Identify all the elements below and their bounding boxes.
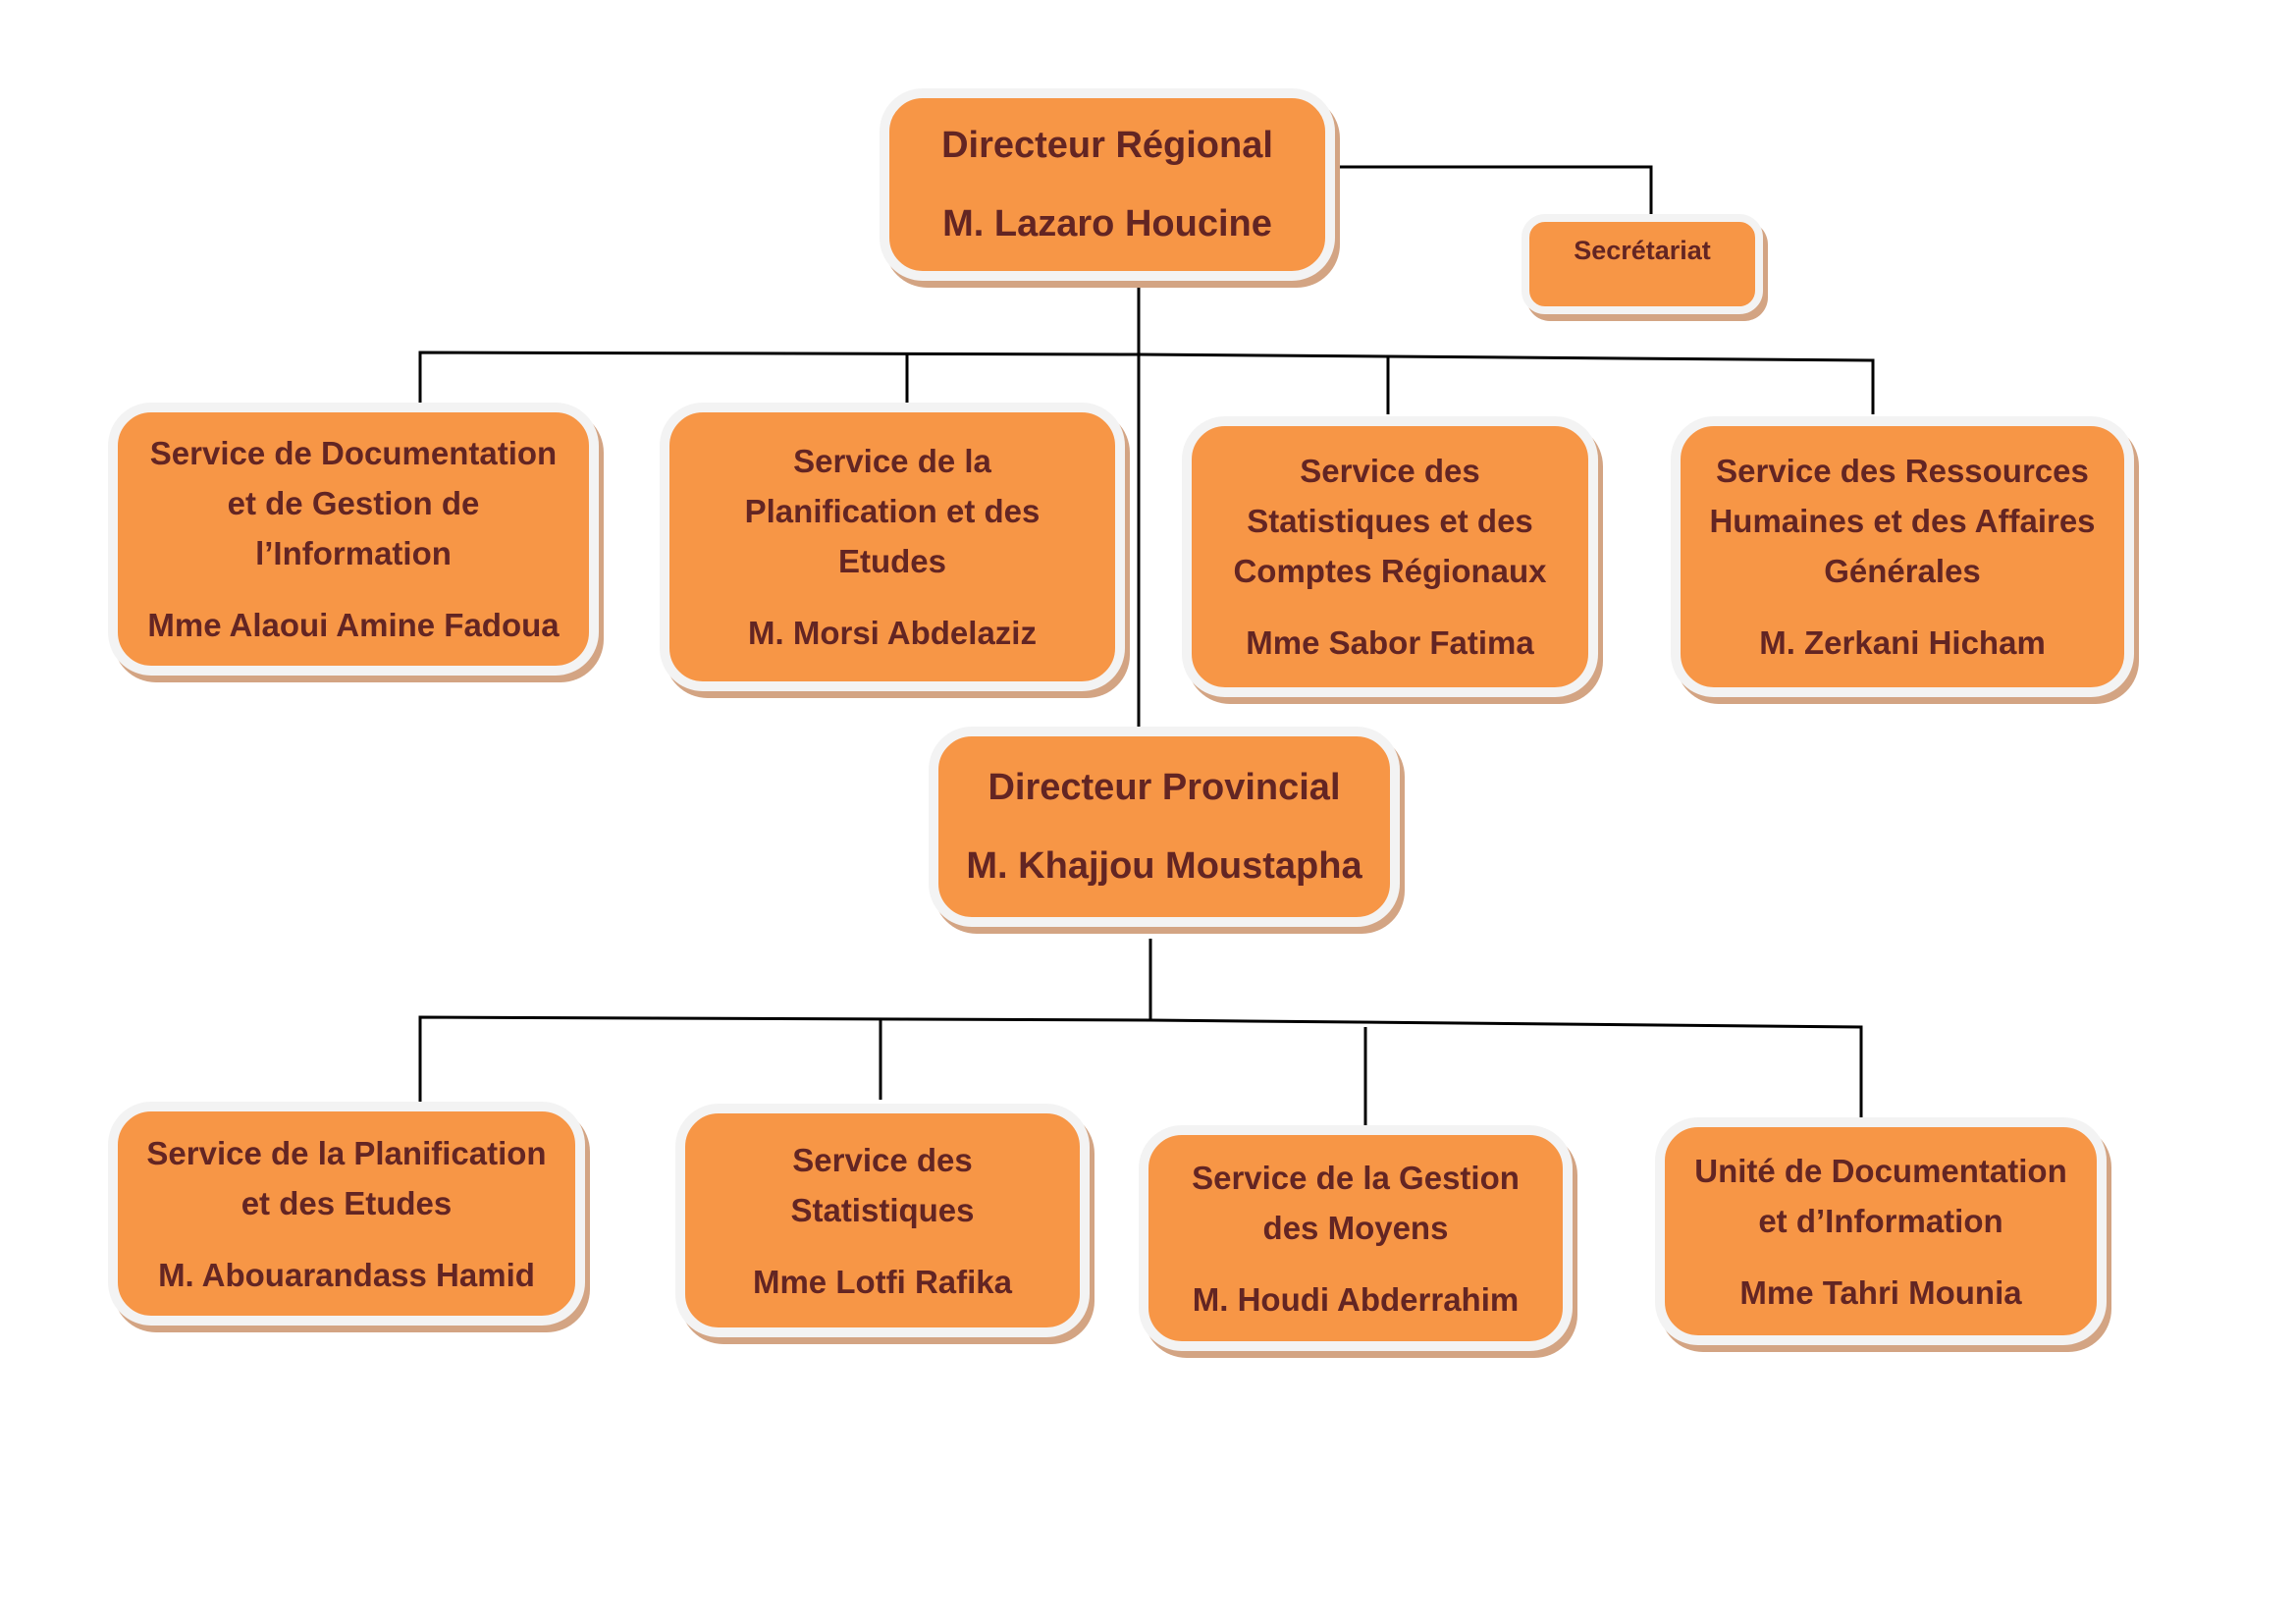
service-title-line: Service des Ressources xyxy=(1716,453,2089,489)
regional-service-box: Service des Ressources Humaines et des A… xyxy=(1671,416,2134,697)
service-title-line: et de Gestion de xyxy=(227,485,480,521)
service-title-line: Service de Documentation xyxy=(149,435,558,471)
service-title-line: Service de la Gestion xyxy=(1192,1159,1520,1196)
provincial-service-box: Service des Statistiques Mme Lotfi Rafik… xyxy=(675,1104,1090,1337)
connector-regional-bus xyxy=(418,351,1875,414)
provincial-service-box: Service de la Gestion des Moyens M. Houd… xyxy=(1139,1125,1573,1351)
service-title-line: Comptes Régionaux xyxy=(1233,553,1547,589)
service-title-line: et d’Information xyxy=(1758,1202,2003,1239)
service-head-name: Mme Alaoui Amine Fadoua xyxy=(147,607,560,643)
regional-director-name: M. Lazaro Houcine xyxy=(942,203,1272,244)
service-head-name: Mme Sabor Fatima xyxy=(1246,624,1534,661)
service-title-line: des Moyens xyxy=(1262,1209,1449,1246)
regional-director-box: Directeur Régional M. Lazaro Houcine xyxy=(880,88,1335,281)
service-title-line: Service de la Planification xyxy=(146,1134,547,1171)
provincial-director-title: Directeur Provincial xyxy=(988,767,1341,808)
service-head-name: M. Morsi Abdelaziz xyxy=(748,615,1037,651)
regional-director-title: Directeur Régional xyxy=(941,125,1273,166)
provincial-director-name: M. Khajjou Moustapha xyxy=(966,845,1362,887)
provincial-director-box: Directeur Provincial M. Khajjou Moustaph… xyxy=(929,727,1400,927)
service-head-name: Mme Lotfi Rafika xyxy=(752,1263,1013,1300)
service-title-line: Planification et des xyxy=(744,493,1041,529)
service-head-name: M. Abouarandass Hamid xyxy=(158,1256,535,1293)
service-title-line: Statistiques xyxy=(790,1191,975,1228)
connector-provincial-bus xyxy=(418,1015,1863,1119)
service-title-line: Service de la xyxy=(793,443,991,479)
service-title-line: et des Etudes xyxy=(240,1184,453,1221)
service-title-line: Unité de Documentation xyxy=(1694,1152,2067,1189)
secretariat-title: Secrétariat xyxy=(1574,236,1711,265)
service-title-line: Service des xyxy=(1300,453,1480,489)
regional-service-box: Service des Statistiques et des Comptes … xyxy=(1182,416,1598,697)
service-head-name: M. Zerkani Hicham xyxy=(1759,624,2046,661)
regional-service-box: Service de Documentation et de Gestion d… xyxy=(108,403,599,676)
service-title-line: Statistiques et des xyxy=(1247,503,1533,539)
provincial-service-box: Service de la Planification et des Etude… xyxy=(108,1102,585,1326)
service-title-line: Service des xyxy=(792,1141,973,1178)
regional-service-box: Service de la Planification et des Etude… xyxy=(660,403,1125,691)
service-head-name: M. Houdi Abderrahim xyxy=(1192,1280,1520,1318)
service-title-line: Humaines et des Affaires xyxy=(1709,503,2096,539)
secretariat-box: Secrétariat xyxy=(1522,214,1763,314)
provincial-service-box: Unité de Documentation et d’Information … xyxy=(1655,1117,2107,1345)
service-title-line: Générales xyxy=(1824,553,1981,589)
connector-secretariat xyxy=(1337,165,1653,216)
service-title-line: l’Information xyxy=(255,535,452,571)
service-title-line: Etudes xyxy=(837,543,947,579)
service-head-name: Mme Tahri Mounia xyxy=(1739,1273,2022,1311)
